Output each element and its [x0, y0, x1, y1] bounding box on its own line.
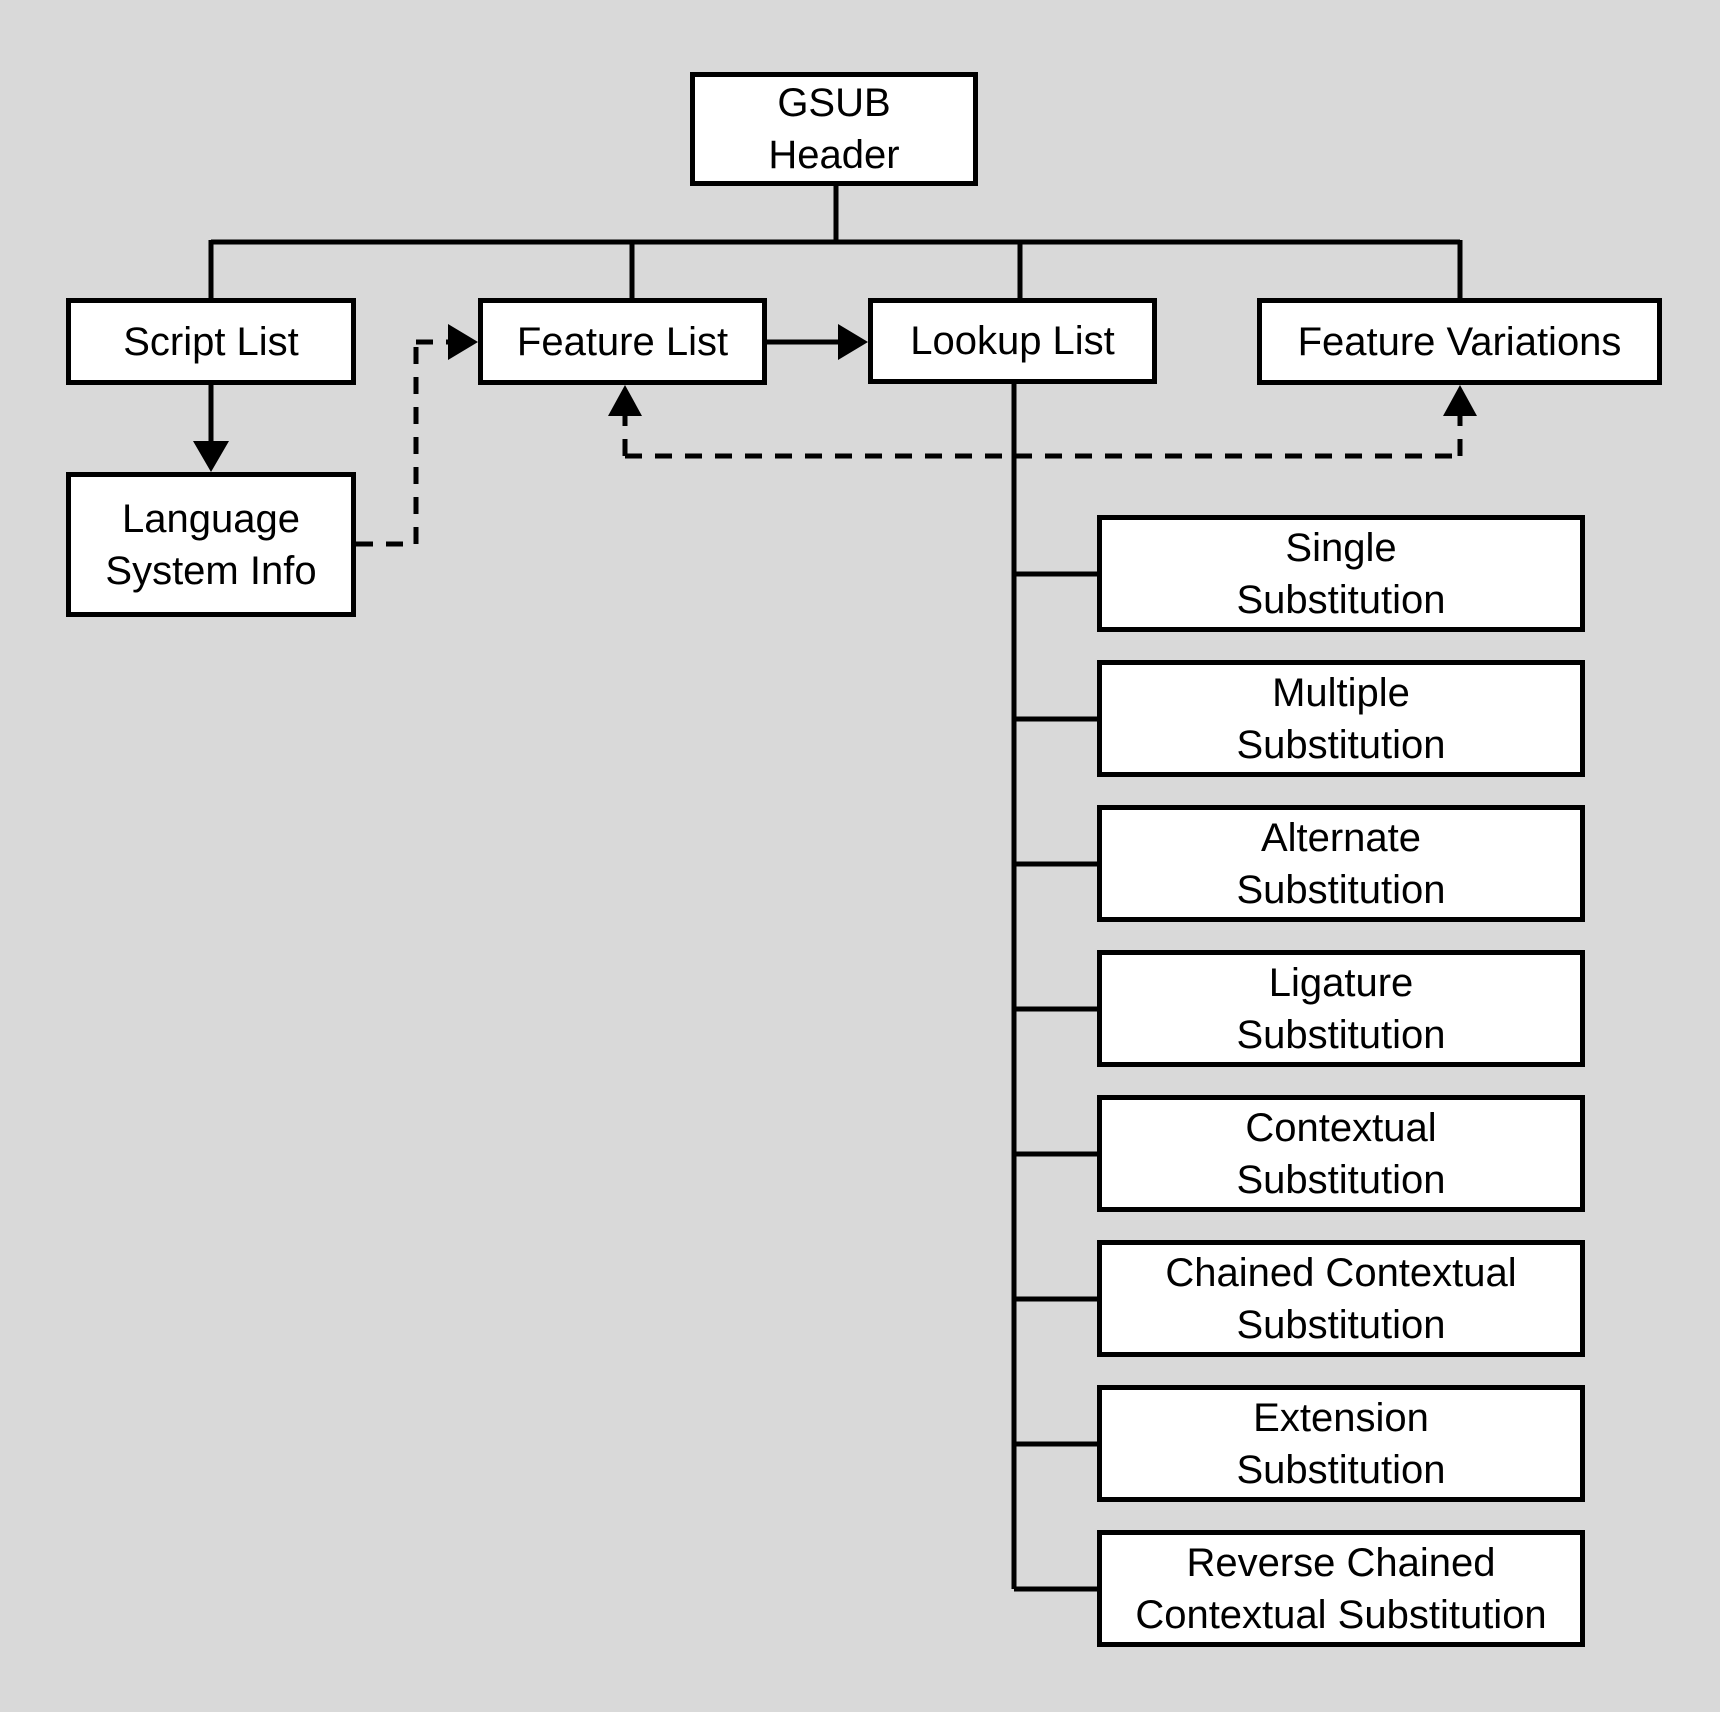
node-lookup-list: Lookup List — [868, 298, 1157, 384]
node-multiple-substitution: Multiple Substitution — [1097, 660, 1585, 777]
node-contextual-substitution: Contextual Substitution — [1097, 1095, 1585, 1212]
node-feature-variations: Feature Variations — [1257, 298, 1662, 385]
arrowhead-into-variations-bottom — [1443, 385, 1477, 416]
arrowhead-into-lookuplist — [838, 324, 868, 360]
arrowhead-into-featurelist-left — [448, 324, 478, 360]
node-script-list: Script List — [66, 298, 356, 385]
node-reverse-chained-contextual-substitution: Reverse Chained Contextual Substitution — [1097, 1530, 1585, 1647]
node-single-substitution: Single Substitution — [1097, 515, 1585, 632]
arrowhead-into-langsys — [193, 441, 229, 472]
node-extension-substitution: Extension Substitution — [1097, 1385, 1585, 1502]
arrowhead-into-featurelist-bottom — [608, 385, 642, 416]
node-chained-contextual-substitution: Chained Contextual Substitution — [1097, 1240, 1585, 1357]
node-ligature-substitution: Ligature Substitution — [1097, 950, 1585, 1067]
node-language-system-info: Language System Info — [66, 472, 356, 617]
node-alternate-substitution: Alternate Substitution — [1097, 805, 1585, 922]
node-gsub-header: GSUB Header — [690, 72, 978, 186]
node-feature-list: Feature List — [478, 298, 767, 385]
